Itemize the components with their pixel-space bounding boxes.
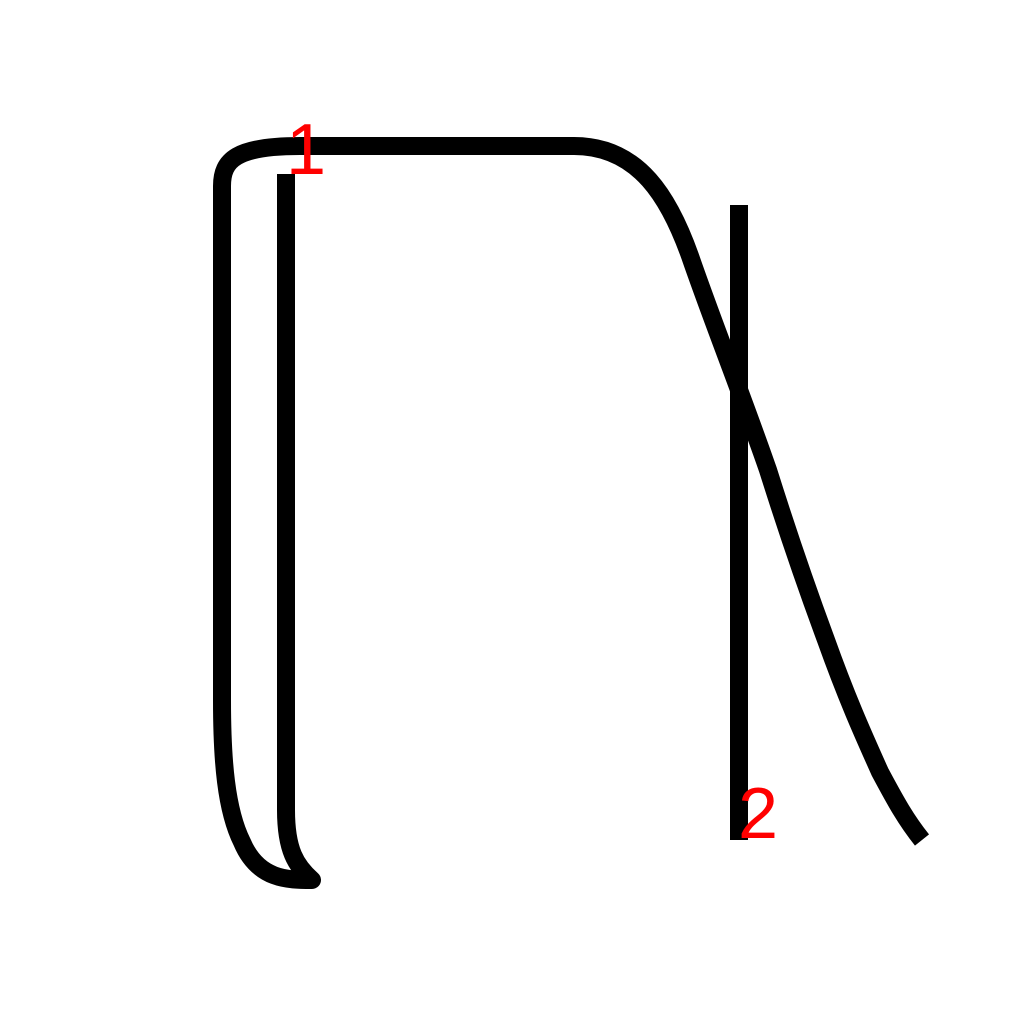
stroke-1-path bbox=[213, 137, 930, 889]
stroke-1-number: 1 bbox=[286, 110, 326, 190]
stroke-2-number: 2 bbox=[738, 774, 778, 854]
